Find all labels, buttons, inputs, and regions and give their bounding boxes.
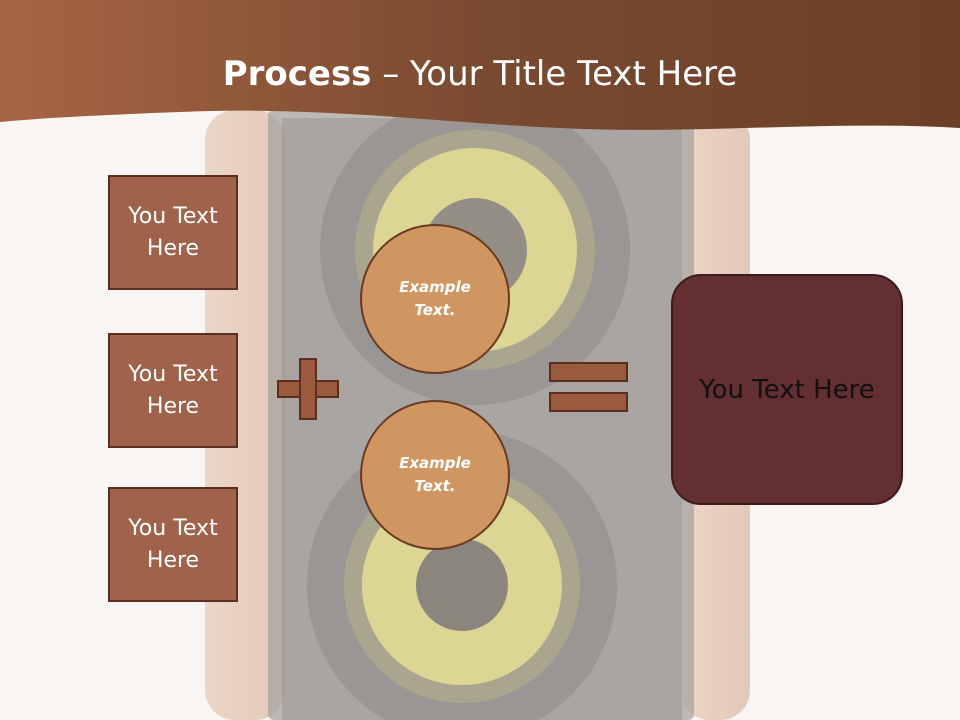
circle-label: Example Text. <box>399 278 471 319</box>
slide-title: Process – Your Title Text Here <box>0 52 960 96</box>
input-box-label: You Text Here <box>128 203 218 261</box>
result-box: You Text Here <box>671 274 903 505</box>
circle-label: Example Text. <box>399 454 471 495</box>
input-box-3: You Text Here <box>108 487 238 602</box>
header-band <box>0 0 960 130</box>
result-box-label: You Text Here <box>699 374 875 405</box>
plus-vertical-bar <box>299 358 317 420</box>
equals-icon <box>549 362 628 414</box>
equals-bottom-bar <box>549 392 628 412</box>
input-box-1: You Text Here <box>108 175 238 290</box>
input-box-2: You Text Here <box>108 333 238 448</box>
plus-icon <box>277 358 339 420</box>
input-box-label: You Text Here <box>128 361 218 419</box>
title-bold: Process <box>222 54 372 94</box>
title-rest: – Your Title Text Here <box>371 54 738 94</box>
equals-top-bar <box>549 362 628 382</box>
example-circle-1: Example Text. <box>360 224 510 374</box>
example-circle-2: Example Text. <box>360 400 510 550</box>
input-box-label: You Text Here <box>128 515 218 573</box>
